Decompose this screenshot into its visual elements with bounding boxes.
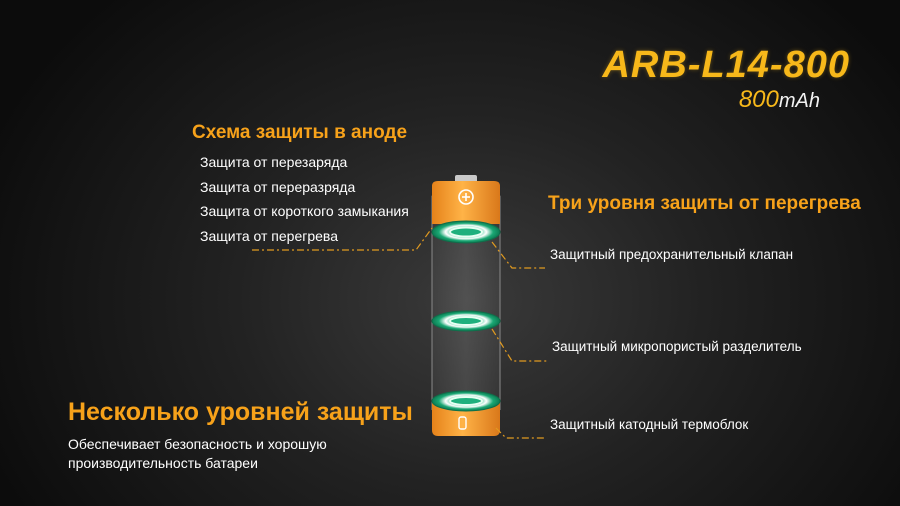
capacity-value: 800 xyxy=(738,86,779,113)
capacity-label: 800mAh xyxy=(700,86,820,114)
anode-scheme-title: Схема защиты в аноде xyxy=(192,122,408,143)
list-item: Защита от переразряда xyxy=(200,178,356,195)
valve-leader-line xyxy=(491,241,545,269)
anode-leader-line xyxy=(252,227,433,251)
battery-top-cap xyxy=(432,175,500,224)
separator-leader-line xyxy=(491,328,547,362)
heat-protection-title: Три уровня защиты от перегрева xyxy=(548,193,861,214)
battery-bottom-cap xyxy=(432,402,500,436)
callout-safety-valve: Защитный предохранительный клапан xyxy=(550,247,794,262)
thermal-leader-line xyxy=(495,427,545,439)
model-title: ARB-L14-800 xyxy=(602,44,850,86)
callout-separator: Защитный микропористый разделитель xyxy=(552,339,802,354)
list-item: Защита от перегрева xyxy=(200,227,338,244)
list-item: Защита от перезаряда xyxy=(200,154,348,170)
anode-protection-list: Защита от перезаряда Защита от переразря… xyxy=(200,153,409,251)
plus-icon xyxy=(458,189,474,205)
capacity-unit: mAh xyxy=(778,90,820,112)
list-item: Защита от короткого замыкания xyxy=(200,203,409,219)
levels-description: Обеспечивает безопасность и хорошую прои… xyxy=(68,436,327,471)
callout-thermal-block: Защитный катодный термоблок xyxy=(550,417,749,432)
levels-title: Несколько уровней защиты xyxy=(68,398,413,426)
